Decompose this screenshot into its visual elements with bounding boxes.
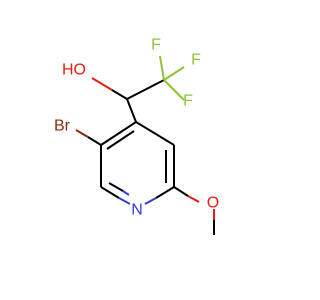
atom-label-methoxy-oxygen: O — [207, 195, 219, 212]
ring-n-c6 — [155, 186, 175, 199]
bond-c2-f-top-right — [163, 66, 185, 81]
bond-c2-f-right — [163, 79, 185, 101]
atom-label-nitrogen: N — [131, 202, 143, 219]
bond-c6-o — [187, 195, 200, 203]
atom-label-fluorine-right: F — [183, 93, 193, 110]
ring-c4-c3-double — [106, 130, 135, 150]
bond-c2-f-top-left — [159, 55, 165, 81]
bond-c1-c2 — [126, 79, 165, 100]
bond-o-c1 — [91, 77, 113, 91]
bond-c3-br-part — [87, 136, 102, 146]
atom-label-bromine: Br — [54, 118, 71, 135]
bond-c6-o-part — [173, 186, 189, 197]
atom-label-fluorine-top-right: F — [191, 52, 201, 69]
atom-labels: HO F F F Br N O — [54, 37, 219, 219]
bond-c1-half — [111, 89, 128, 100]
ring-c2-n — [100, 186, 120, 199]
bond-c1-ring — [126, 98, 137, 123]
ring-c4-c3 — [100, 121, 137, 146]
ring-c2-n-double-part — [122, 190, 130, 196]
atom-label-fluorine-top-left: F — [151, 37, 161, 54]
ring-c2-n-double — [108, 182, 124, 192]
bond-c3-br — [75, 129, 89, 138]
bonds — [75, 55, 215, 235]
atom-label-hydroxyl: HO — [62, 62, 86, 79]
chemical-structure-diagram: HO F F F Br N O — [54, 37, 219, 235]
ring-n-c6-part — [144, 197, 157, 205]
ring-c4-c5 — [135, 121, 175, 146]
ring-c2-n-part — [118, 197, 131, 205]
